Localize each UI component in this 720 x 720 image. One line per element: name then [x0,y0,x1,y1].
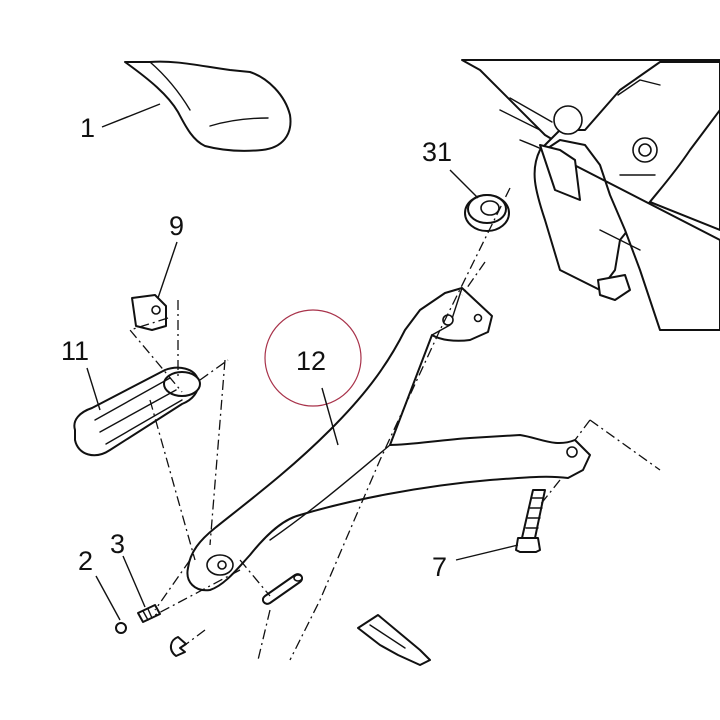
callout-leader-9 [157,241,178,299]
callout-leader-1 [101,103,161,128]
footpeg-part [73,366,201,457]
grommet-part [464,194,510,232]
callout-leader-11 [86,367,101,411]
lower-bracket-partial [357,614,431,666]
callout-label-3: 3 [110,529,125,559]
spring-part [137,604,161,623]
highlight-circle-12 [264,309,362,407]
callout-leader-31 [449,169,479,199]
assembly-lines [128,187,661,661]
ball-part [115,622,127,634]
callout-label-12: 12 [296,346,326,376]
footrest-pad-part [124,60,292,152]
e-clip-part [170,636,187,657]
callout-label-1: 1 [80,113,95,143]
callout-leader-2 [95,575,121,621]
callout-label-7: 7 [432,552,447,582]
bolt-part [515,489,546,553]
callout-leader-7 [455,544,519,561]
callout-leader-12 [321,387,339,446]
callout-label-2: 2 [78,546,93,576]
callout-label-9: 9 [169,211,184,241]
frame-mount-part [461,59,720,331]
pin-part [261,573,304,605]
callout-label-31: 31 [422,137,452,167]
clip-part [131,294,167,331]
footrest-bracket-part [186,287,591,592]
callout-label-11: 11 [61,336,89,366]
callout-leader-3 [122,555,146,608]
